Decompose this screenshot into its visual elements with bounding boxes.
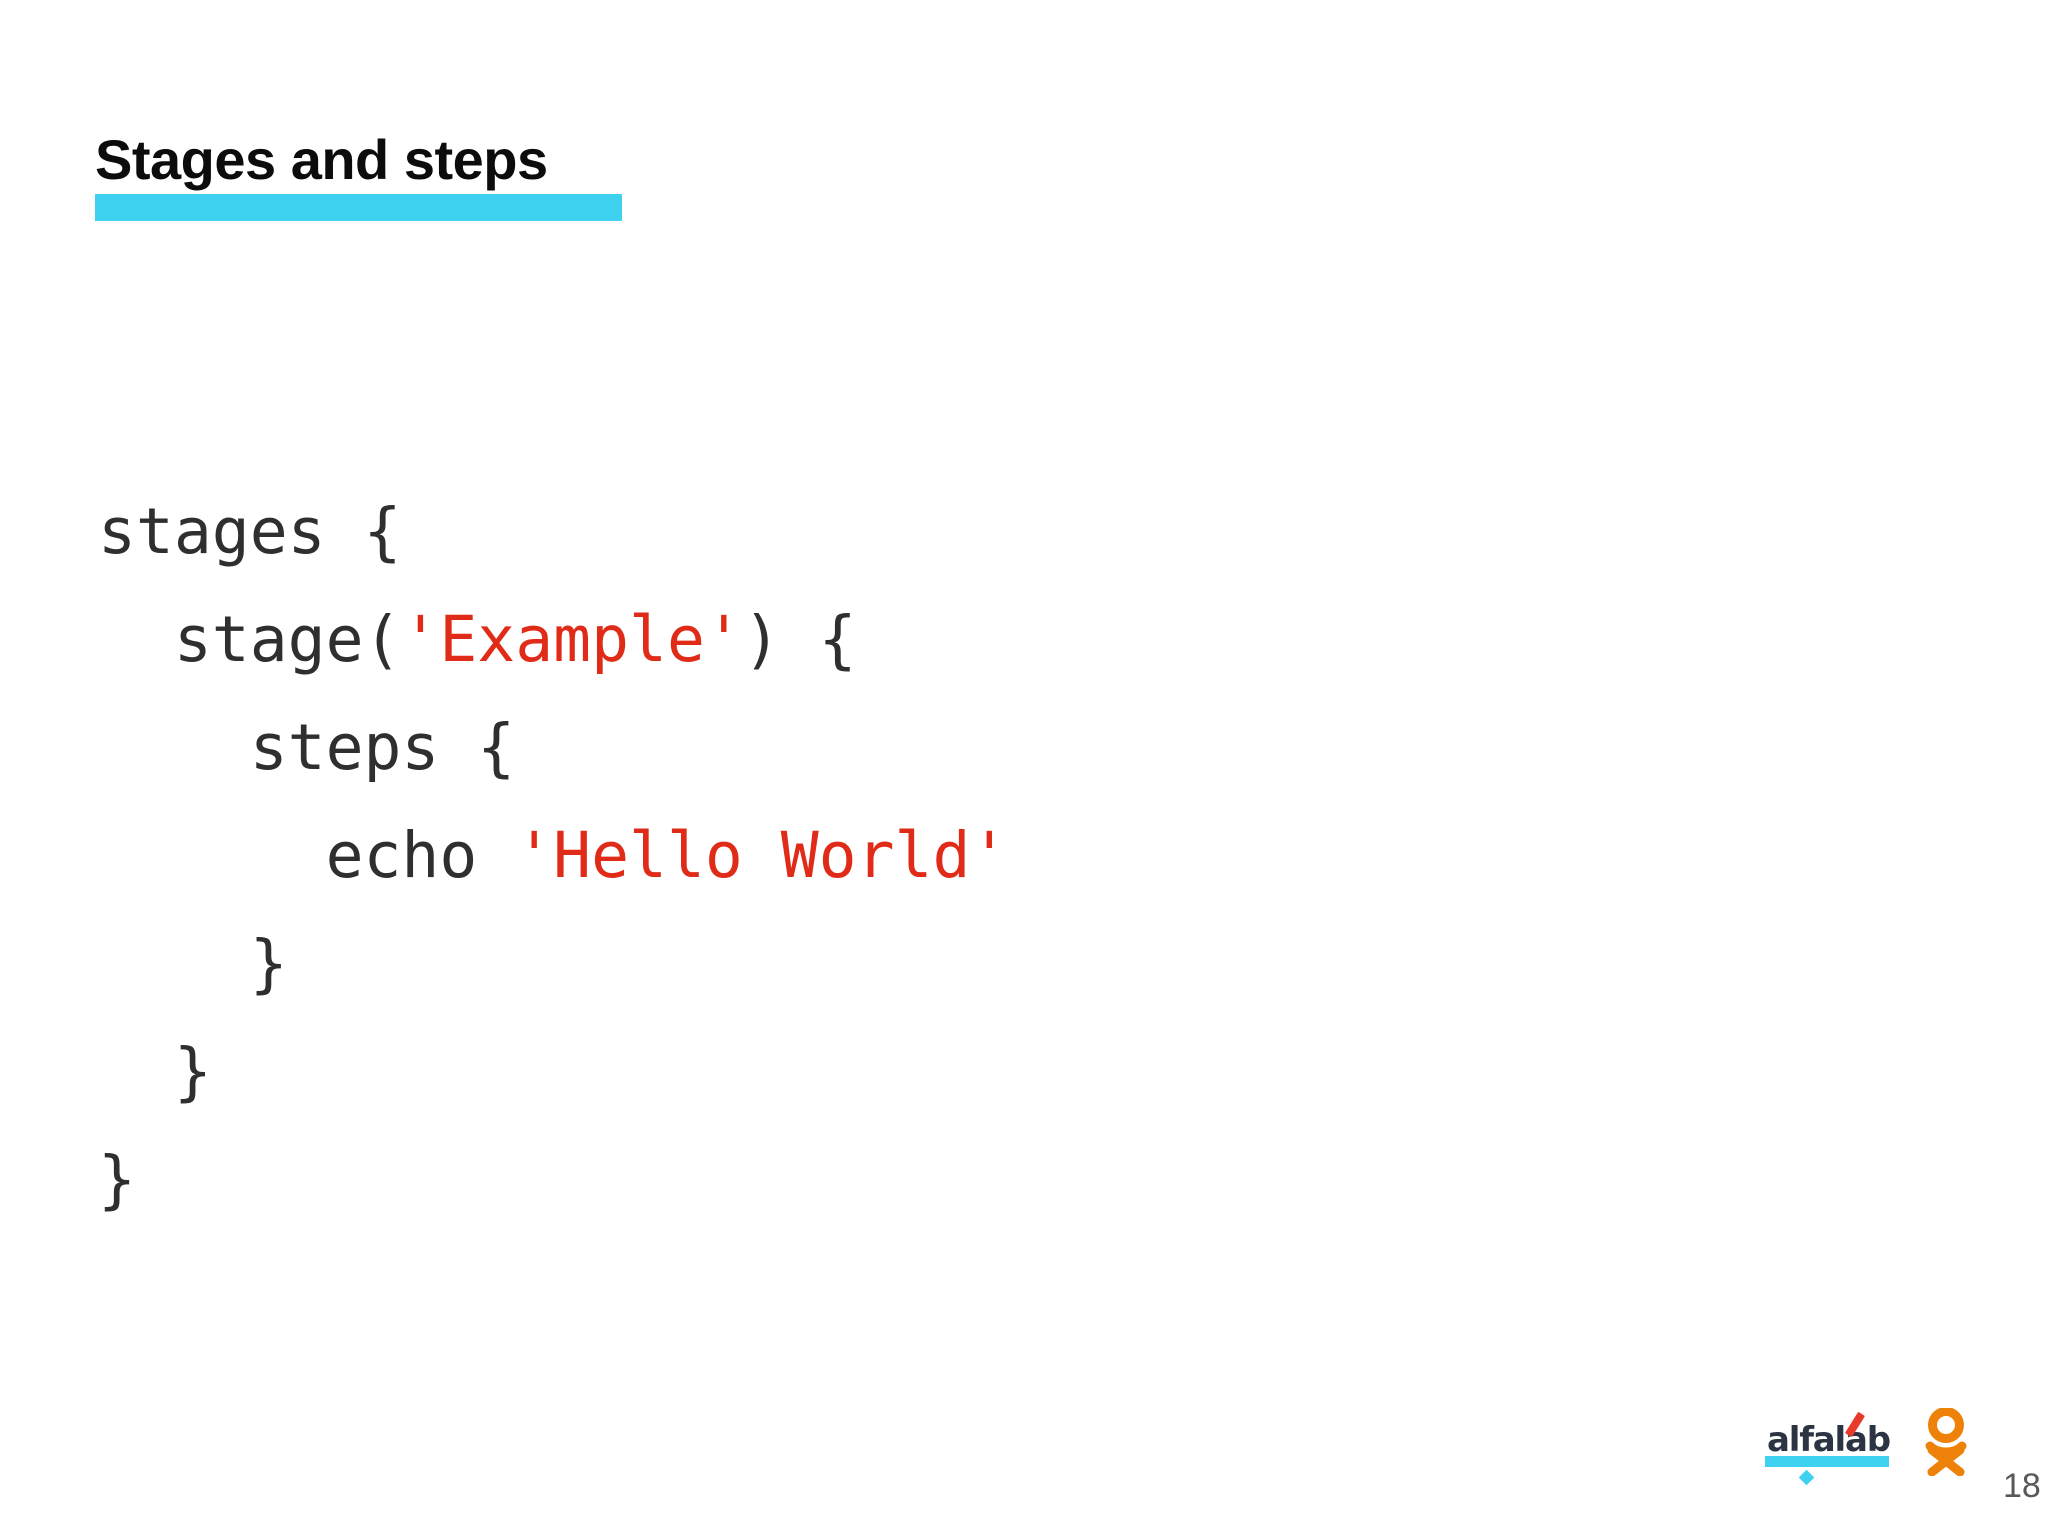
alfalab-logo: alfalab	[1765, 1411, 1893, 1486]
code-line: }	[98, 1018, 1008, 1126]
code-line: }	[98, 1126, 1008, 1234]
code-token-plain: }	[249, 927, 288, 1000]
code-line: }	[98, 910, 1008, 1018]
code-line: steps {	[98, 694, 1008, 802]
code-indent	[98, 927, 250, 1000]
code-indent	[98, 819, 326, 892]
page-number: 18	[2003, 1467, 2041, 1505]
alfalab-diamond-icon	[1798, 1469, 1815, 1486]
alfalab-underline-bar	[1765, 1456, 1889, 1467]
code-token-plain: stages {	[98, 495, 402, 568]
code-token-plain: echo	[325, 819, 516, 892]
code-token-plain: steps {	[249, 711, 516, 784]
code-token-plain: ) {	[742, 603, 857, 676]
code-token-plain: }	[98, 1143, 136, 1216]
code-listing: stages { stage('Example') { steps { echo…	[98, 478, 1008, 1234]
slide-footer: alfalab 18	[1755, 1400, 2048, 1536]
code-token-plain: stage(	[173, 603, 402, 676]
page-title-block: Stages and steps	[95, 112, 622, 221]
code-indent	[98, 603, 174, 676]
code-line: echo 'Hello World'	[98, 802, 1009, 910]
code-indent	[98, 1035, 174, 1108]
code-token-plain: }	[173, 1035, 212, 1108]
alfalab-wordmark: alfalab	[1767, 1420, 1891, 1460]
code-indent	[98, 711, 250, 784]
code-token-string: 'Example'	[401, 603, 743, 676]
page-title: Stages and steps	[95, 128, 548, 191]
code-line: stages {	[98, 478, 1008, 586]
odnoklassniki-logo-icon	[1920, 1407, 1972, 1477]
title-highlight-bar	[95, 194, 622, 221]
code-token-string: 'Hello World'	[515, 819, 1009, 892]
code-line: stage('Example') {	[98, 586, 1008, 694]
